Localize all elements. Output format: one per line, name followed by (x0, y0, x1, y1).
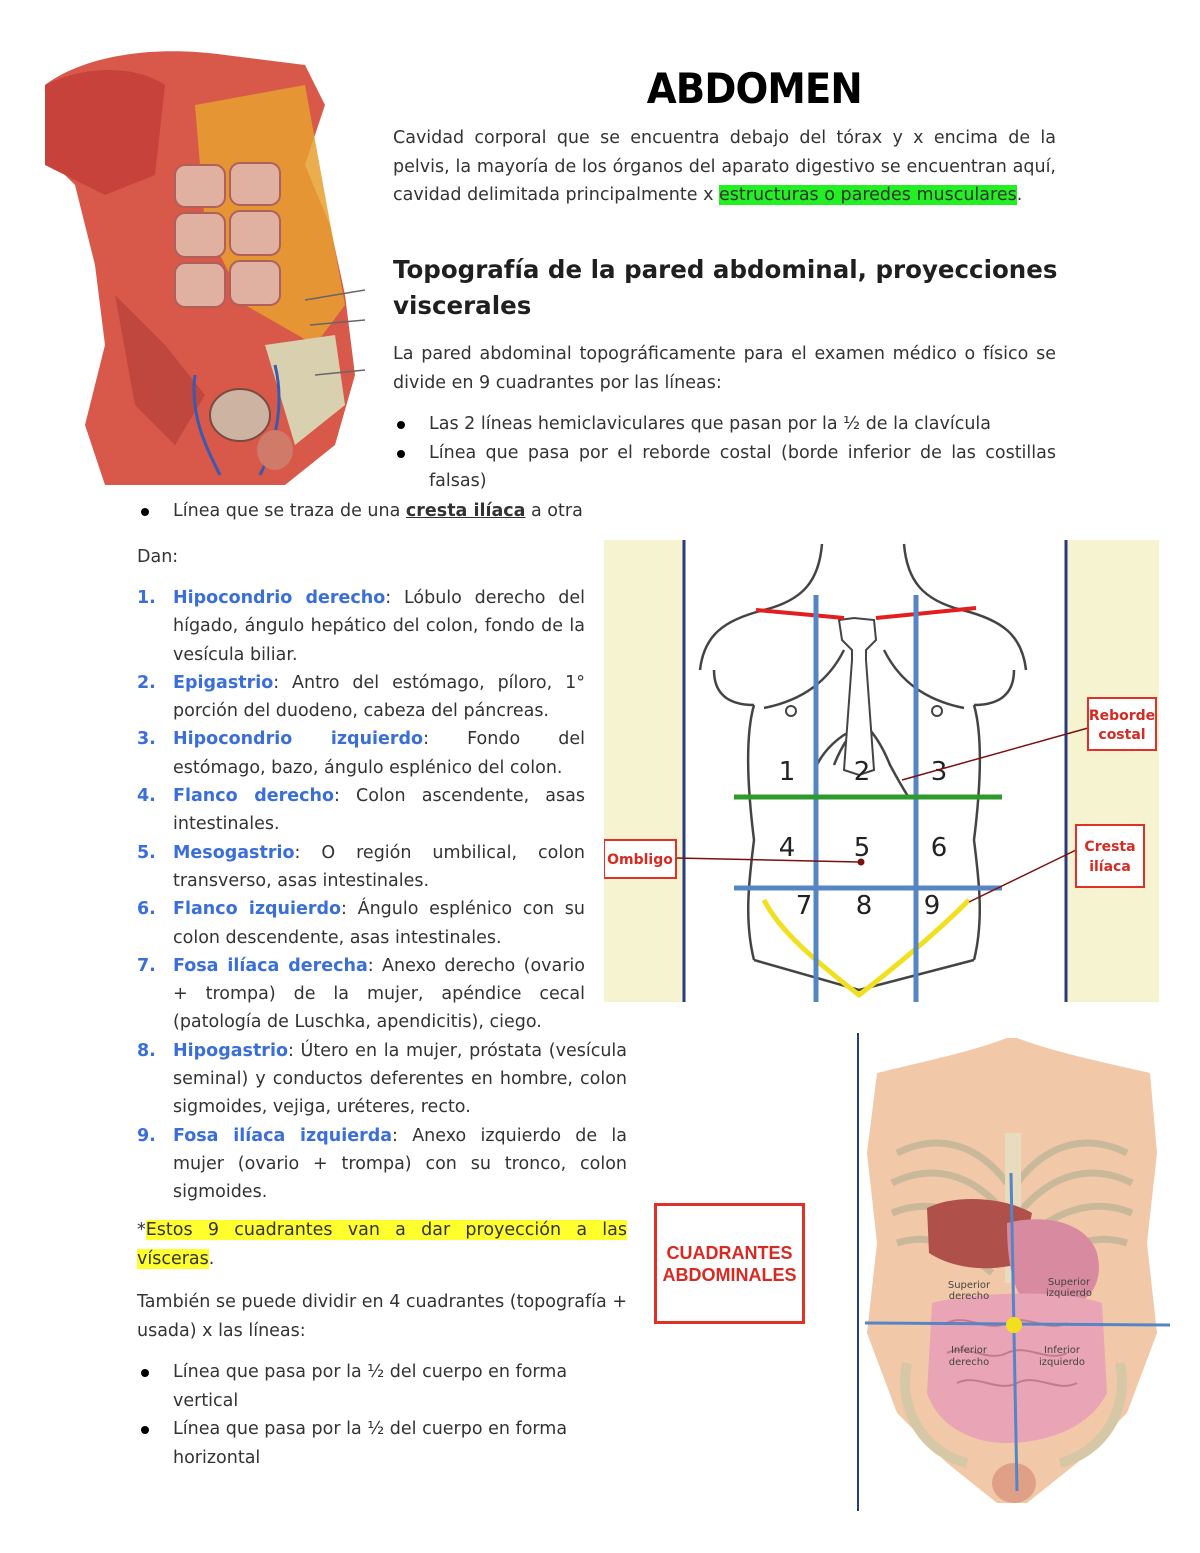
list-item: Línea que pasa por el reborde costal (bo… (393, 439, 1056, 496)
region-number-3: 3 (931, 757, 948, 787)
region-item: 6. Flanco izquierdo: Ángulo esplénico con… (137, 895, 585, 952)
ombligo-label: Ombligo (607, 852, 673, 868)
region-name: Flanco izquierdo (173, 899, 342, 920)
list-item: Línea que se traza de una cresta ilíaca … (137, 497, 637, 526)
region-description: : Anexo izquierdo de la mujer (ovario + … (173, 1125, 628, 1203)
quad-label-inf-der-1: Inferior (951, 1345, 988, 1356)
quad-label-inf-der-2: derecho (949, 1357, 990, 1368)
regions-list: 1. Hipocondrio derecho: Lóbulo derecho de… (137, 584, 627, 1207)
region-description: : Colon ascendente, asas intestinales. (173, 786, 585, 835)
region-name: Hipocondrio izquierdo (173, 729, 424, 750)
bullet-icon (397, 449, 405, 458)
quad-label-sup-izq-2: izquierdo (1046, 1288, 1092, 1299)
region-number: 5. (137, 842, 156, 863)
region-number: 9. (137, 1125, 156, 1146)
region-item: 9. Fosa ilíaca izquierda: Anexo izquierdo… (137, 1122, 627, 1207)
region-name: Fosa ilíaca izquierda (173, 1125, 393, 1146)
region-number-4: 4 (779, 833, 796, 863)
cresta-label-2: ilíaca (1089, 859, 1131, 875)
region-item: 1. Hipocondrio derecho: Lóbulo derecho de… (137, 584, 585, 669)
region-description: : Útero en la mujer, próstata (vesícula … (173, 1040, 627, 1118)
cuadrantes-label-1: CUADRANTES (666, 1242, 793, 1263)
list-item: Las 2 líneas hemiclaviculares que pasan … (393, 410, 1056, 439)
intro-paragraph: Cavidad corporal que se encuentra debajo… (393, 124, 1056, 210)
region-item: 8. Hipogastrio: Útero en la mujer, prósta… (137, 1037, 627, 1122)
list-item: Línea que pasa por la ½ del cuerpo en fo… (137, 1415, 597, 1472)
region-description: : Antro del estómago, píloro, 1° porción… (173, 672, 585, 722)
quad-label-sup-der-1: Superior (948, 1280, 991, 1291)
region-description: : Fondo del estómago, bazo, ángulo esplé… (173, 729, 585, 778)
region-number: 3. (137, 729, 156, 750)
region-name: Hipocondrio derecho (173, 588, 386, 608)
cuadrantes-abdominales-box: CUADRANTES ABDOMINALES (654, 1203, 805, 1324)
quad-label-sup-der-2: derecho (949, 1291, 990, 1302)
bullet-icon (397, 421, 405, 429)
intro-end: . (1016, 185, 1023, 205)
intro-text: Cavidad corporal que se encuentra debajo… (393, 128, 1056, 205)
bullet-icon (141, 1426, 149, 1434)
region-number-9: 9 (924, 891, 941, 921)
region-number-5: 5 (854, 833, 871, 863)
region-number: 4. (137, 786, 156, 807)
region-description: : Ángulo esplénico con su colon descende… (173, 899, 585, 948)
reborde-label-2: costal (1098, 727, 1145, 743)
region-number-8: 8 (856, 891, 873, 921)
region-number-1: 1 (779, 757, 796, 787)
quad-label-inf-izq-1: Inferior (1044, 1345, 1081, 1356)
region-name: Fosa ilíaca derecha (173, 955, 368, 976)
four-quadrants-paragraph: También se puede dividir en 4 cuadrantes… (137, 1292, 627, 1341)
region-number: 1. (137, 588, 156, 608)
page-title: ABDOMEN (646, 64, 863, 113)
cuadrantes-label-2: ABDOMINALES (662, 1264, 797, 1285)
list-item: Línea que pasa por la ½ del cuerpo en fo… (137, 1358, 597, 1415)
region-name: Mesogastrio (173, 842, 295, 863)
region-number: 2. (137, 672, 156, 693)
region-number: 8. (137, 1040, 156, 1061)
region-item: 7. Fosa ilíaca derecha: Anexo derecho (ov… (137, 952, 585, 1037)
region-name: Epigastrio (173, 672, 274, 693)
dan-label: Dan: (137, 547, 179, 567)
bullet-icon (141, 1369, 149, 1377)
bullet-icon (141, 508, 149, 516)
region-description: : O región umbilical, colon transverso, … (173, 842, 585, 891)
cresta-iliaca-term: cresta ilíaca (405, 501, 526, 521)
abdominal-muscles-illustration (45, 45, 365, 485)
region-name: Flanco derecho (173, 786, 335, 807)
section-intro: La pared abdominal topográficamente para… (393, 344, 1056, 393)
lines-list: Las 2 líneas hemiclaviculares que pasan … (393, 410, 1056, 496)
four-quadrants-illustration: Superior derecho Superior izquierdo Infe… (857, 1033, 1170, 1511)
quad-label-inf-izq-2: izquierdo (1039, 1357, 1085, 1368)
lines-list-continued: Línea que se traza de una cresta ilíaca … (137, 497, 637, 526)
region-item: 5. Mesogastrio: O región umbilical, colon… (137, 839, 585, 896)
region-description: : Lóbulo derecho del hígado, ángulo hepá… (173, 588, 585, 665)
four-lines-list: Línea que pasa por la ½ del cuerpo en fo… (137, 1358, 597, 1472)
region-number-6: 6 (931, 833, 948, 863)
region-item: 4. Flanco derecho: Colon ascendente, asas… (137, 782, 585, 839)
visceras-note: *Estos 9 cuadrantes van a dar proyección… (137, 1220, 627, 1269)
region-number: 6. (137, 899, 156, 920)
quad-label-sup-izq-1: Superior (1048, 1277, 1091, 1288)
region-number-2: 2 (854, 757, 871, 787)
region-item: 2. Epigastrio: Antro del estómago, píloro… (137, 669, 585, 726)
reborde-label-1: Reborde (1089, 708, 1155, 724)
region-item: 3. Hipocondrio izquierdo: Fondo del estóm… (137, 725, 585, 782)
region-description: : Anexo derecho (ovario + trompa) de la … (173, 955, 585, 1033)
nine-regions-diagram: 1 2 3 4 5 6 7 8 9 Reborde costal Ombligo… (603, 540, 1159, 1002)
section-heading: Topografía de la pared abdominal, proyec… (393, 255, 1058, 320)
cresta-label-1: Cresta (1084, 839, 1135, 855)
region-name: Hipogastrio (173, 1040, 288, 1061)
intro-highlight: estructuras o paredes musculares (719, 185, 1017, 205)
region-number-7: 7 (796, 891, 813, 921)
region-number: 7. (137, 955, 156, 976)
